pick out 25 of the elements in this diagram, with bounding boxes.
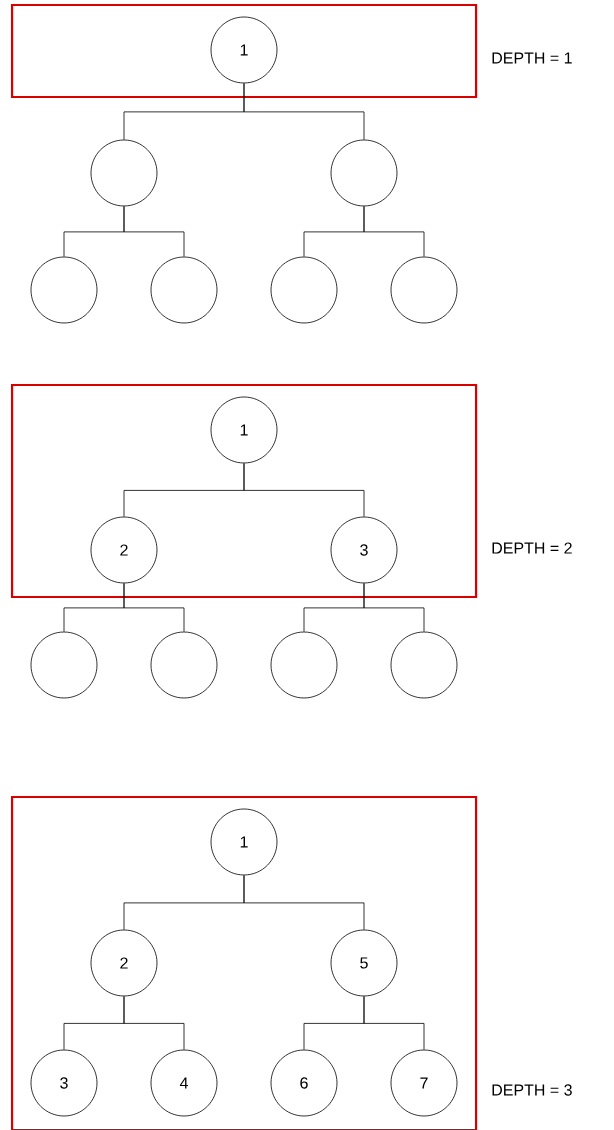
connector <box>243 463 365 517</box>
circle-node <box>150 631 218 699</box>
connector <box>363 996 425 1050</box>
circle-node <box>390 256 458 324</box>
connector <box>243 875 365 930</box>
circle-node <box>330 139 398 207</box>
depth-label: DEPTH = 2 <box>492 542 572 554</box>
circle-node <box>30 631 98 699</box>
depth-box <box>10 3 478 99</box>
depth-label: DEPTH = 3 <box>492 1084 572 1096</box>
connector <box>363 206 425 257</box>
circle-node <box>390 631 458 699</box>
connector <box>243 83 365 140</box>
connector <box>123 996 185 1050</box>
depth-box <box>10 383 478 599</box>
connector <box>363 583 425 632</box>
circle-node <box>90 139 158 207</box>
depth-label: DEPTH = 1 <box>492 52 572 64</box>
circle-node <box>30 256 98 324</box>
circle-node <box>270 256 338 324</box>
connector <box>123 583 185 632</box>
circle-node <box>270 631 338 699</box>
connector <box>123 206 185 257</box>
circle-node <box>150 256 218 324</box>
depth-box <box>10 795 478 1130</box>
